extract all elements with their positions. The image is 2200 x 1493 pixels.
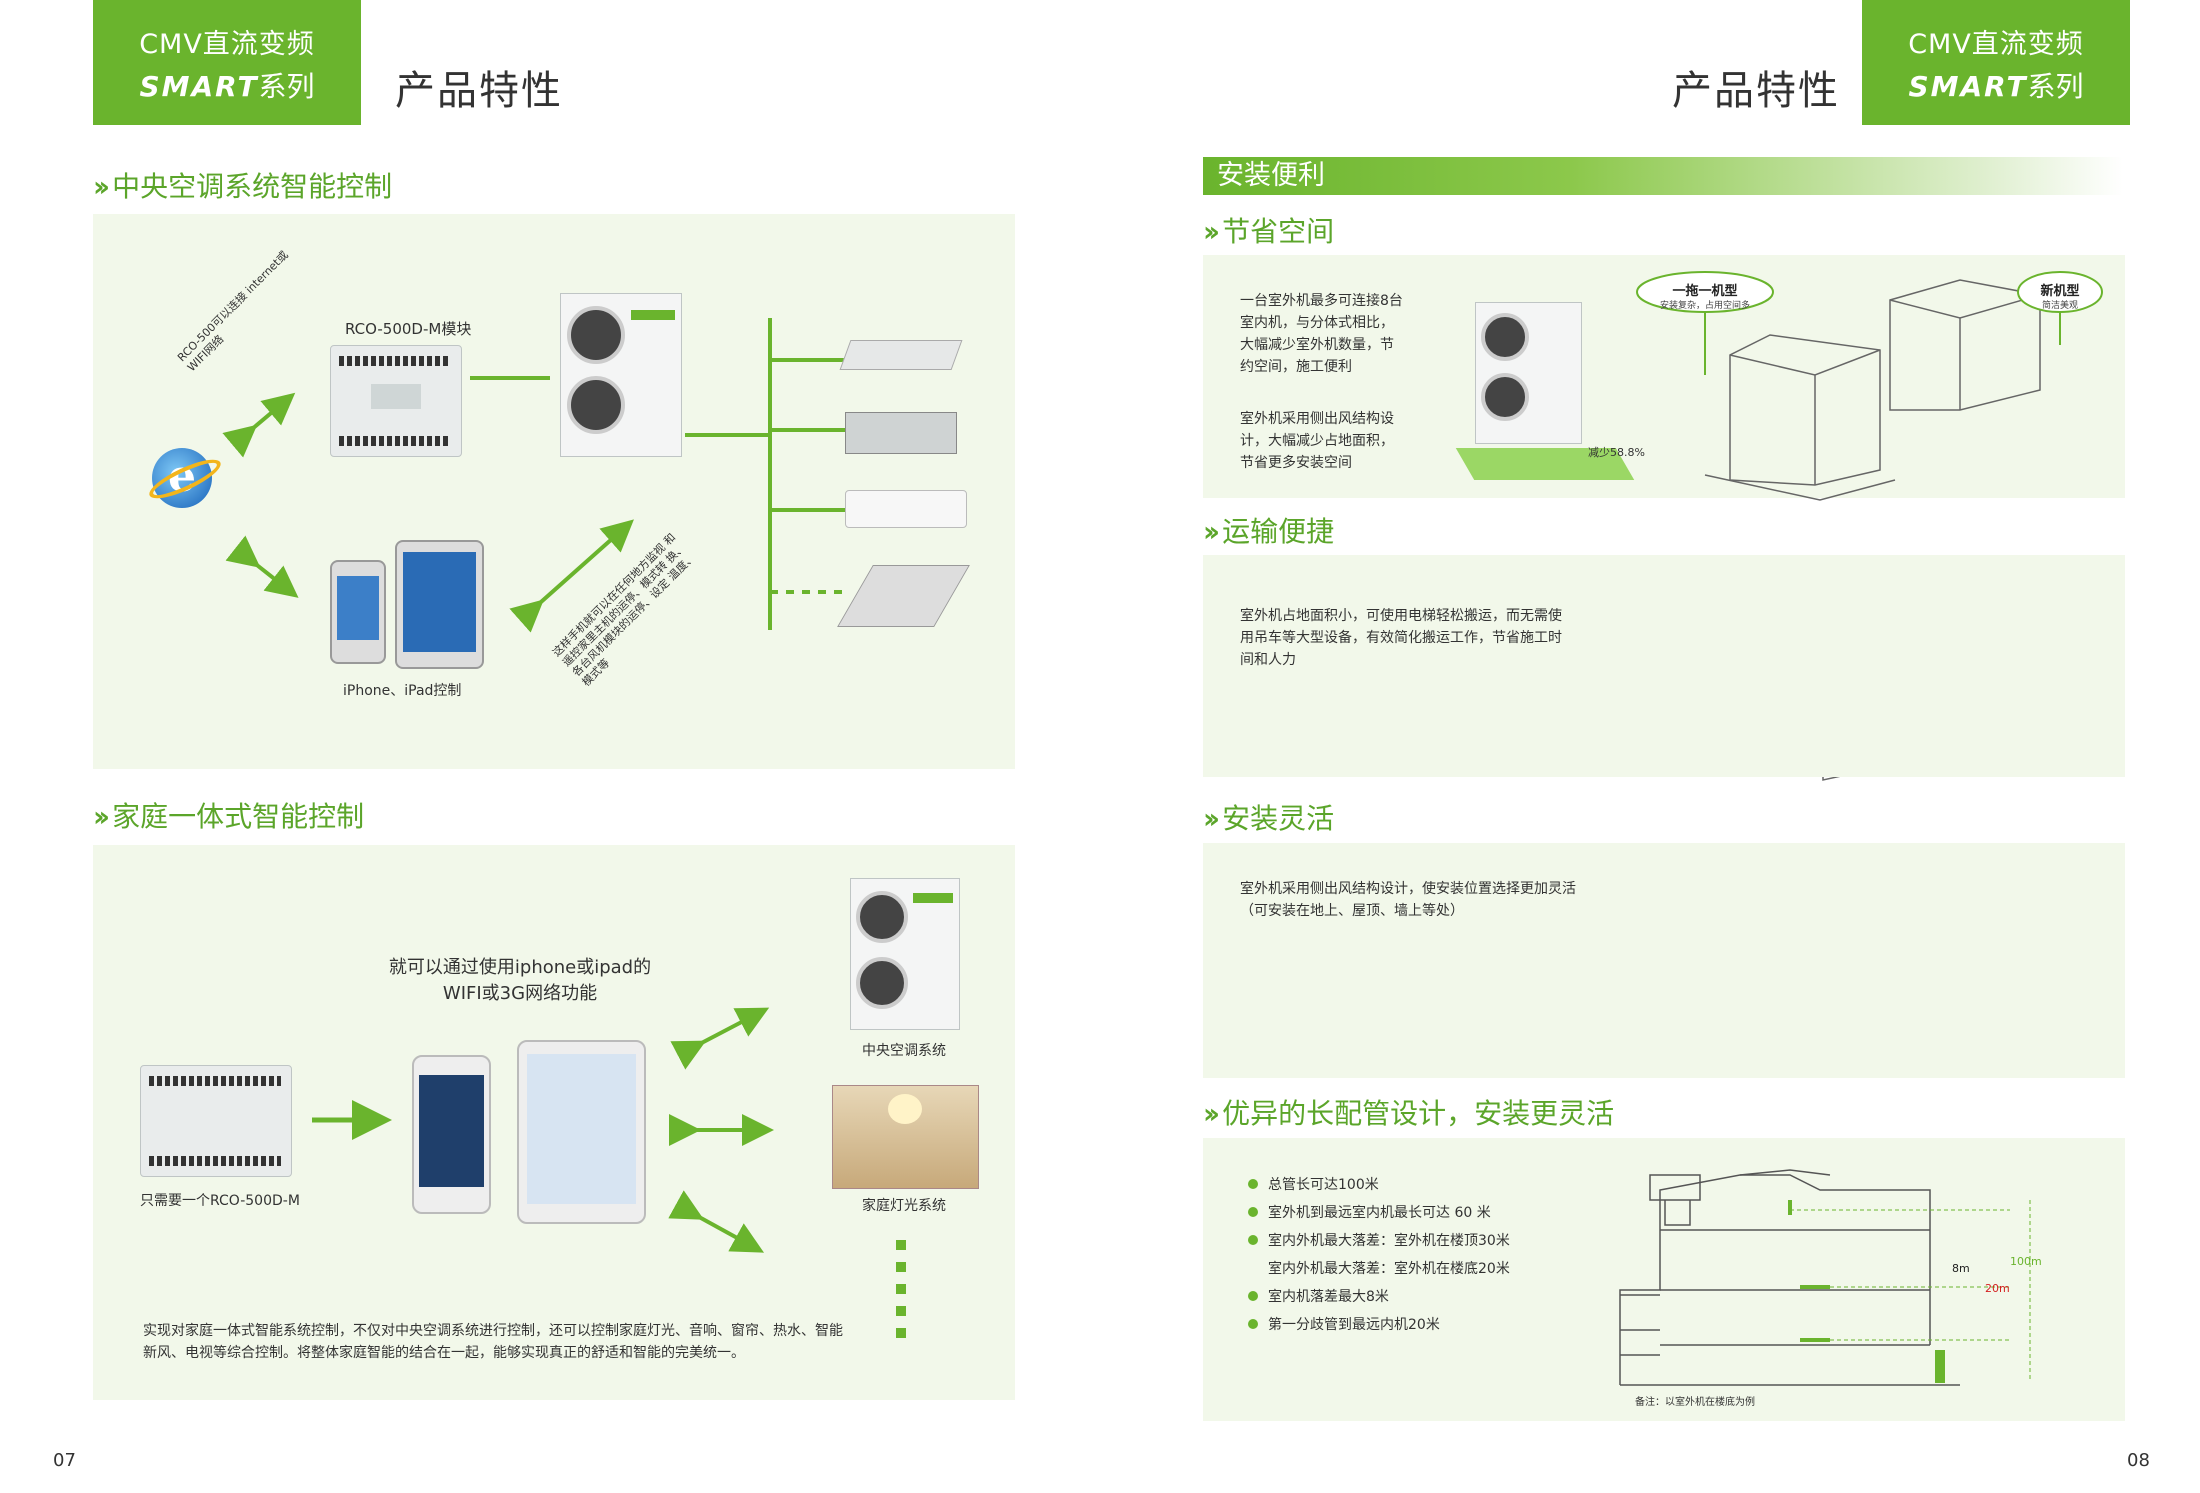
bullet-dot [1248, 1207, 1258, 1217]
bullet-item: 室内外机最大落差：室外机在楼顶30米 [1248, 1226, 1510, 1254]
bullet-text: 第一分歧管到最远内机20米 [1268, 1317, 1440, 1333]
install-convenience-bar: 安装便利 [1203, 157, 2123, 195]
bubble1-sub: 安装复杂，占用空间多 [1659, 301, 1750, 311]
page-number-left: 07 [53, 1450, 76, 1471]
heading-text: 优异的长配管设计，安装更灵活 [1222, 1097, 1615, 1130]
bullet-dot [1248, 1235, 1258, 1245]
bullet-item: 室内外机最大落差：室外机在楼底20米 [1248, 1254, 1510, 1282]
more-dots [896, 1240, 906, 1350]
bubble2-sub: 简洁美观 [2041, 301, 2078, 311]
save-p2-line: 室外机采用侧出风结构设 [1240, 411, 1394, 427]
wall-unit-image [845, 490, 967, 528]
save-para1: 一台室外机最多可连接8台 室内机，与分体式相比， 大幅减少室外机数量，节 约空间… [1240, 290, 1403, 378]
save-p1-line: 约空间，施工便利 [1240, 359, 1352, 375]
smart-logo: SMART [139, 70, 259, 103]
bullet-item: 室外机到最远室内机最长可达 60 米 [1248, 1198, 1510, 1226]
reduce-label: 减少58.8% [1588, 446, 1645, 459]
label-20m: 20m [1985, 1282, 2010, 1295]
heading-text: 节省空间 [1222, 215, 1335, 248]
page-number-right: 08 [2127, 1450, 2150, 1471]
transport-line: 用吊车等大型设备，有效简化搬运工作，节省施工时 [1240, 630, 1562, 646]
flexible-line: 室外机采用侧出风结构设计，使安装位置选择更加灵活 [1240, 881, 1576, 897]
piping-note: 备注：以室外机在楼底为例 [1635, 1397, 1755, 1408]
bullet-text: 室内外机最大落差：室外机在楼顶30米 [1268, 1233, 1510, 1249]
iphone-label: iPhone、iPad控制 [343, 683, 462, 699]
bullet-text: 室内外机最大落差：室外机在楼底20米 [1268, 1261, 1510, 1277]
home-description: 实现对家庭一体式智能系统控制，不仅对中央空调系统进行控制，还可以控制家庭灯光、音… [143, 1320, 843, 1364]
save-para2: 室外机采用侧出风结构设 计，大幅减少占地面积， 节省更多安装空间 [1240, 408, 1394, 474]
page-title-left: 产品特性 [395, 68, 563, 114]
brand-line1: CMV直流变频 [1908, 29, 2084, 60]
outdoor-unit-image [560, 293, 682, 457]
rco-device-image [140, 1065, 292, 1177]
heading-text: 中央空调系统智能控制 [112, 170, 393, 203]
label-8m: 8m [1952, 1262, 1970, 1275]
bullet-item: 总管长可达100米 [1248, 1170, 1510, 1198]
bubble1-title: 一拖一机型 [1672, 284, 1738, 299]
lighting-label: 家庭灯光系统 [862, 1198, 946, 1214]
section-heading-transport: ››运输便捷 [1203, 510, 1334, 550]
rco-label: 只需要一个RCO-500D-M [140, 1193, 300, 1209]
piping-panel [1203, 1138, 2125, 1421]
heading-text: 家庭一体式智能控制 [112, 800, 365, 833]
section-heading-home-control: ››家庭一体式智能控制 [93, 795, 364, 835]
desc-line2: 新风、电视等综合控制。将整体家庭智能的结合在一起，能够实现真正的舒适和智能的完美… [143, 1345, 745, 1361]
bullet-item: 室内机落差最大8米 [1248, 1282, 1510, 1310]
rco-module-device [330, 345, 462, 457]
save-p1-line: 室内机，与分体式相比， [1240, 315, 1394, 331]
ipad-app-image [517, 1040, 646, 1224]
lighting-photo [832, 1085, 979, 1189]
iphone-app-image [412, 1055, 491, 1214]
bullet-item: 第一分歧管到最远内机20米 [1248, 1310, 1510, 1338]
central-ac-image [850, 878, 960, 1030]
section-heading-piping: ››优异的长配管设计，安装更灵活 [1203, 1092, 1614, 1132]
bullet-text: 室外机到最远室内机最长可达 60 米 [1268, 1205, 1491, 1221]
module-label: RCO-500D-M模块 [345, 320, 472, 338]
section-heading-central-control: ››中央空调系统智能控制 [93, 165, 392, 205]
iphone-image [330, 560, 386, 664]
outdoor-unit-small [1475, 302, 1582, 444]
piping-bullets: 总管长可达100米 室外机到最远室内机最长可达 60 米 室内外机最大落差：室外… [1248, 1170, 1510, 1338]
page-title-right: 产品特性 [1672, 68, 1840, 114]
save-p1-line: 一台室外机最多可连接8台 [1240, 293, 1403, 309]
transport-panel [1203, 555, 2125, 777]
heading-text: 运输便捷 [1222, 515, 1335, 548]
bubble2-title: 新机型 [2040, 284, 2080, 299]
wifi-line1: 就可以通过使用iphone或ipad的 [388, 957, 652, 978]
bullet-dot [1248, 1291, 1258, 1301]
internet-explorer-icon: e [145, 448, 225, 514]
brand-block-left: CMV直流变频 SMART系列 [93, 0, 361, 125]
flexible-line: （可安装在地上、屋顶、墙上等处） [1240, 903, 1464, 919]
bullet-dot [1248, 1179, 1258, 1189]
brand-series: 系列 [2027, 70, 2084, 103]
section-heading-flexible: ››安装灵活 [1203, 797, 1334, 837]
desc-line1: 实现对家庭一体式智能系统控制，不仅对中央空调系统进行控制，还可以控制家庭灯光、音… [143, 1323, 843, 1339]
section-heading-save-space: ››节省空间 [1203, 210, 1334, 250]
ipad-image [395, 540, 484, 669]
brand-block-right: CMV直流变频 SMART系列 [1862, 0, 2130, 125]
central-ac-label: 中央空调系统 [862, 1043, 946, 1059]
duct-unit-image [845, 412, 957, 454]
save-p2-line: 计，大幅减少占地面积， [1240, 433, 1394, 449]
flexible-panel [1203, 843, 2125, 1078]
bullet-text: 室内机落差最大8米 [1268, 1289, 1389, 1305]
save-p2-line: 节省更多安装空间 [1240, 455, 1352, 471]
label-100m: 100m [2010, 1255, 2042, 1268]
wifi-line2: WIFI或3G网络功能 [442, 983, 598, 1004]
wifi-caption: 就可以通过使用iphone或ipad的 WIFI或3G网络功能 [380, 955, 660, 1007]
heading-text: 安装灵活 [1222, 802, 1335, 835]
smart-logo: SMART [1908, 70, 2028, 103]
flexible-text: 室外机采用侧出风结构设计，使安装位置选择更加灵活 （可安装在地上、屋顶、墙上等处… [1240, 878, 1576, 922]
brand-series: 系列 [258, 70, 315, 103]
transport-line: 间和人力 [1240, 652, 1296, 668]
brand-line1: CMV直流变频 [139, 29, 315, 60]
save-p1-line: 大幅减少室外机数量，节 [1240, 337, 1394, 353]
bullet-text: 总管长可达100米 [1268, 1177, 1379, 1193]
transport-text: 室外机占地面积小，可使用电梯轻松搬运，而无需使 用吊车等大型设备，有效简化搬运工… [1240, 605, 1562, 671]
transport-line: 室外机占地面积小，可使用电梯轻松搬运，而无需使 [1240, 608, 1562, 624]
bullet-dot [1248, 1319, 1258, 1329]
